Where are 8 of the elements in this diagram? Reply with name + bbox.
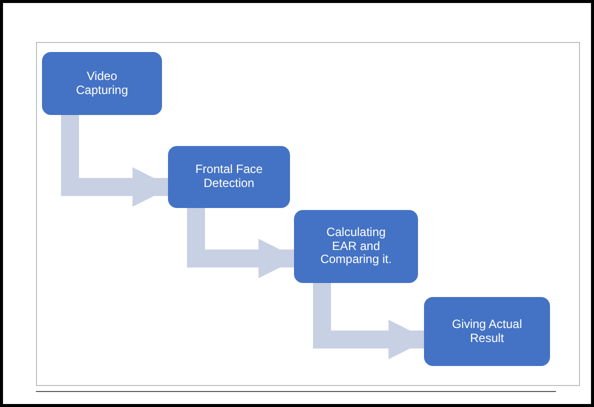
process-box <box>424 297 550 366</box>
step-text: Frontal Face Detection <box>194 163 264 191</box>
process-box <box>168 146 290 208</box>
process-box <box>294 210 418 283</box>
step-text: Calculating EAR and Comparing it. <box>319 226 393 268</box>
step-text: Video Capturing <box>74 70 130 98</box>
process-box <box>42 52 162 115</box>
step-text: Giving Actual Result <box>450 318 524 346</box>
